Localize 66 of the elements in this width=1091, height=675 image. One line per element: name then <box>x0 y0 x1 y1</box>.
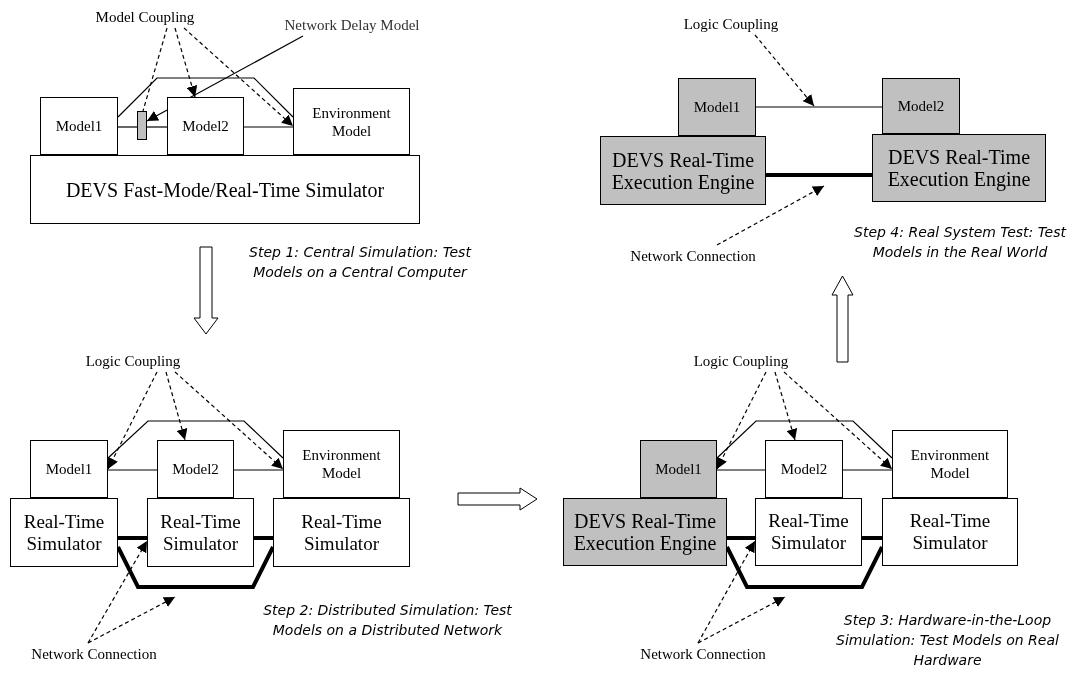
network-line <box>862 536 882 540</box>
leader-line <box>716 185 825 246</box>
simulator-box: Real-Time Simulator <box>273 498 410 567</box>
coupling-line <box>146 126 168 128</box>
simulator-box: DEVS Fast-Mode/Real-Time Simulator <box>30 155 420 224</box>
model-box: Model2 <box>167 97 244 155</box>
simulator-box: Real-Time Simulator <box>882 498 1018 566</box>
leader-line <box>87 596 176 644</box>
annotation-text: Logic Coupling <box>676 350 806 372</box>
annotation-text: Model Coupling <box>75 6 215 28</box>
engine-box: DEVS Real-Time Execution Engine <box>600 136 766 205</box>
model-box: Model1 <box>30 440 108 498</box>
step-caption: Step 3: Hardware-in-the-Loop Simulation: Test Models on Real Hardware <box>835 611 1060 670</box>
leader-line <box>174 27 198 98</box>
network-line <box>254 536 273 540</box>
leader-line <box>183 27 294 127</box>
leader-line <box>783 371 893 470</box>
model-box: Environment Model <box>892 430 1008 498</box>
network-line <box>116 546 275 589</box>
model-box: Environment Model <box>293 88 410 155</box>
coupling-line <box>755 106 883 108</box>
leader-line <box>87 540 148 644</box>
model-box: Model1 <box>40 97 118 155</box>
step-caption: Step 4: Real System Test: Test Models in the Real World <box>853 223 1068 262</box>
simulator-box: Real-Time Simulator <box>147 498 254 567</box>
coupling-line <box>716 469 766 471</box>
coupling-line <box>107 420 284 459</box>
model-box: Environment Model <box>283 430 400 498</box>
coupling-line <box>107 469 158 471</box>
leader-line <box>754 34 815 107</box>
annotation-text: Network Connection <box>619 643 787 665</box>
model-box: Model2 <box>882 78 960 134</box>
leader-line <box>716 371 767 470</box>
network-line <box>118 536 147 540</box>
annotation-text: Network Delay Model <box>262 14 442 36</box>
step-caption: Step 1: Central Simulation: Test Models on a Central Computer <box>248 243 473 282</box>
step-caption: Step 2: Distributed Simulation: Test Models on a Distributed Network <box>262 601 513 640</box>
coupling-line <box>142 27 168 112</box>
leader-line <box>697 540 756 644</box>
coupling-line <box>117 77 294 118</box>
leader-line <box>174 371 284 470</box>
simulator-box: Real-Time Simulator <box>10 498 118 567</box>
coupling-line <box>243 126 294 128</box>
simulator-box: Real-Time Simulator <box>755 498 862 566</box>
model-box: Model1 <box>640 440 717 498</box>
coupling-line <box>233 469 284 471</box>
annotation-text: Logic Coupling <box>68 350 198 372</box>
model-box: Model2 <box>765 440 843 498</box>
leader-line <box>697 596 786 644</box>
annotation-text: Network Connection <box>10 643 178 665</box>
coupling-line <box>842 469 893 471</box>
leader-line <box>165 371 188 441</box>
coupling-line <box>117 126 138 128</box>
annotation-text: Logic Coupling <box>666 13 796 35</box>
delay-model-box <box>137 111 147 140</box>
model-box: Model2 <box>157 440 234 498</box>
model-box: Model1 <box>678 78 756 136</box>
network-line <box>725 546 884 589</box>
engine-box: DEVS Real-Time Execution Engine <box>872 134 1046 202</box>
leader-line <box>107 371 158 470</box>
network-line <box>766 173 872 177</box>
leader-line <box>774 371 798 441</box>
engine-box: DEVS Real-Time Execution Engine <box>563 498 727 566</box>
network-line <box>727 536 755 540</box>
annotation-text: Network Connection <box>609 245 777 267</box>
coupling-line <box>716 420 893 459</box>
